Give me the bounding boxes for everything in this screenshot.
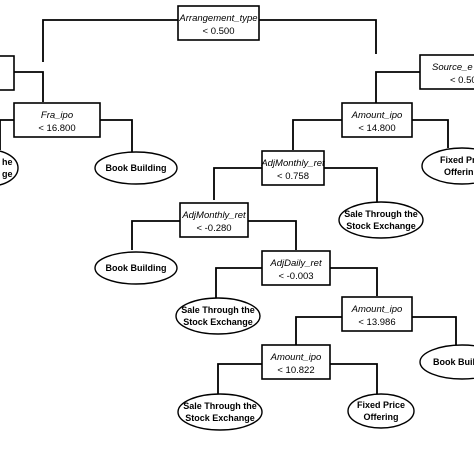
decision-node-adjmonthly-2: AdjMonthly_ret < -0.280 <box>179 202 249 238</box>
edge-fra-leftcut <box>0 119 14 150</box>
edge-source-amount1 <box>375 71 420 104</box>
leaf-line2: Offerin <box>444 167 474 177</box>
node-variable: AdjMonthly_ret <box>260 158 325 169</box>
leaf-line1: Sale Through the <box>183 401 257 411</box>
node-variable: Amount_ipo <box>351 110 403 121</box>
node-condition: < 16.800 <box>38 123 75 134</box>
node-condition: < 0.50 <box>450 75 474 86</box>
node-condition: < 0.758 <box>277 171 309 182</box>
node-variable: AdjMonthly_ret <box>181 210 246 221</box>
node-variable: Source_e <box>432 62 473 73</box>
decision-node-left-top <box>0 55 15 91</box>
edge-amount1-adjmonthly1 <box>292 119 342 150</box>
node-condition: < -0.280 <box>196 223 231 234</box>
leaf-line2: Offering <box>364 412 399 422</box>
edge-adjmonthly1-salestock1 <box>324 167 378 202</box>
edge-adjmonthly2-adjdaily <box>248 220 297 250</box>
node-condition: < 0.500 <box>203 26 235 37</box>
leaf-line1: Sale Through the <box>181 305 255 315</box>
leaf-line2: ge <box>2 169 13 179</box>
tree-edges <box>0 19 457 395</box>
leaf-node-book-building-3: Book Buildin <box>419 344 474 380</box>
edge-amount2-bookbuilding3 <box>412 316 457 346</box>
leaf-line1: Fixed Pr <box>440 155 474 165</box>
leaf-line1: Book Building <box>106 263 167 273</box>
decision-node-adjdaily: AdjDaily_ret < -0.003 <box>261 250 331 286</box>
edge-amount2-amount3 <box>295 316 342 346</box>
node-variable: Amount_ipo <box>351 304 403 315</box>
leaf-line1: Book Building <box>106 163 167 173</box>
edge-root-right <box>237 19 377 54</box>
decision-node-adjmonthly-1: AdjMonthly_ret < 0.758 <box>260 150 325 186</box>
edge-root-left <box>42 19 180 62</box>
leaf-node-book-building-2: Book Building <box>94 251 178 285</box>
decision-node-source: Source_e < 0.50 <box>419 54 474 90</box>
node-variable: Fra_ipo <box>41 110 73 121</box>
leaf-line2: Stock Exchange <box>183 317 253 327</box>
leaf-line2: Stock Exchange <box>185 413 255 423</box>
node-variable: AdjDaily_ret <box>269 258 322 269</box>
decision-node-amount-ipo-1: Amount_ipo < 14.800 <box>341 102 413 138</box>
node-condition: < 14.800 <box>358 123 395 134</box>
edge-adjmonthly1-adjmonthly2 <box>213 167 262 200</box>
decision-node-fra-ipo: Fra_ipo < 16.800 <box>13 102 101 138</box>
leaf-line1: Book Buildin <box>433 357 474 367</box>
leaf-line1: Sale Through the <box>344 209 418 219</box>
node-condition: < 10.822 <box>277 365 314 376</box>
edge-amount3-salestock3 <box>217 363 262 395</box>
decision-node-root: Arrangement_type < 0.500 <box>177 5 260 41</box>
leaf-line1: he <box>2 157 13 167</box>
node-variable: Arrangement_type <box>178 13 257 24</box>
edge-fra-bookbuilding1 <box>100 119 133 152</box>
leaf-node-sale-stock-2: Sale Through the Stock Exchange <box>175 297 261 335</box>
edge-amount1-fixedcut <box>412 119 449 148</box>
edge-adjmonthly2-bookbuilding2 <box>131 220 180 250</box>
edge-adjdaily-amount2 <box>330 267 378 296</box>
node-condition: < -0.003 <box>278 271 313 282</box>
edge-adjdaily-salestock2 <box>215 267 262 298</box>
leaf-line1: Fixed Price <box>357 400 405 410</box>
edge-amount3-fixedprice1 <box>330 363 378 395</box>
edge-lefttop-fra <box>14 71 44 102</box>
leaf-node-sale-stock-3: Sale Through the Stock Exchange <box>177 393 263 431</box>
node-condition: < 13.986 <box>358 317 395 328</box>
node-variable: Amount_ipo <box>270 352 322 363</box>
leaf-line2: Stock Exchange <box>346 221 416 231</box>
leaf-node-sale-stock-1: Sale Through the Stock Exchange <box>338 201 424 239</box>
leaf-node-fixed-price-1: Fixed Price Offering <box>347 393 415 429</box>
leaf-node-book-building-1: Book Building <box>94 151 178 185</box>
leaf-node-left-cut: he ge <box>0 150 19 186</box>
decision-node-amount-ipo-3: Amount_ipo < 10.822 <box>261 344 331 380</box>
leaf-node-fixed-price-cut: Fixed Pr Offerin <box>421 147 474 185</box>
decision-node-amount-ipo-2: Amount_ipo < 13.986 <box>341 296 413 332</box>
